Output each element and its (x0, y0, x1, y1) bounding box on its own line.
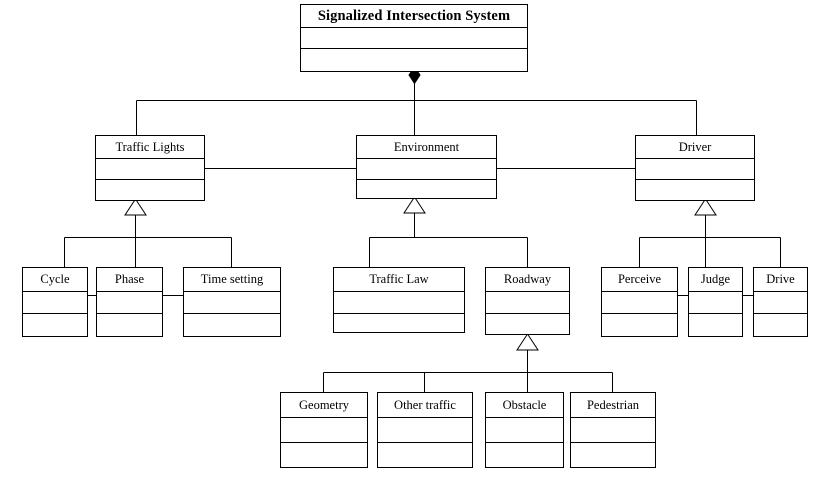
class-operations-driver (636, 180, 754, 201)
class-attributes-time-setting (184, 292, 280, 314)
class-attributes-traffic-lights (96, 159, 204, 180)
class-attributes-traffic-law (334, 292, 464, 314)
class-box-cycle[interactable]: Cycle (22, 267, 88, 337)
class-name-phase: Phase (97, 268, 162, 292)
class-box-drive[interactable]: Drive (753, 267, 808, 337)
class-name-roadway: Roadway (486, 268, 569, 292)
class-name-traffic-law: Traffic Law (334, 268, 464, 292)
class-name-driver: Driver (636, 136, 754, 159)
class-operations-obstacle (486, 443, 563, 468)
class-name-signalized-intersection-system: Signalized Intersection System (301, 5, 527, 28)
class-attributes-phase (97, 292, 162, 314)
class-attributes-signalized-intersection-system (301, 28, 527, 49)
class-attributes-roadway (486, 292, 569, 314)
class-name-pedestrian: Pedestrian (571, 393, 655, 418)
class-name-geometry: Geometry (281, 393, 367, 418)
edge-trafficlights-subclasses (64, 215, 232, 267)
class-name-time-setting: Time setting (184, 268, 280, 292)
class-box-perceive[interactable]: Perceive (601, 267, 678, 337)
generalization-triangle-trafficlights (124, 198, 147, 216)
class-operations-geometry (281, 443, 367, 468)
class-operations-cycle (23, 314, 87, 336)
class-attributes-perceive (602, 292, 677, 314)
edge-driver-subclasses (639, 215, 781, 267)
class-operations-other-traffic (378, 443, 472, 468)
class-attributes-geometry (281, 418, 367, 443)
class-box-obstacle[interactable]: Obstacle (485, 392, 564, 468)
generalization-triangle-roadway (516, 333, 539, 351)
class-name-environment: Environment (357, 136, 496, 159)
class-operations-signalized-intersection-system (301, 49, 527, 71)
class-box-roadway[interactable]: Roadway (485, 267, 570, 335)
class-box-driver[interactable]: Driver (635, 135, 755, 201)
edge-environment-subclasses (369, 213, 528, 267)
class-operations-pedestrian (571, 443, 655, 468)
edge-root-to-children (136, 83, 697, 135)
class-attributes-obstacle (486, 418, 563, 443)
class-box-pedestrian[interactable]: Pedestrian (570, 392, 656, 468)
class-operations-phase (97, 314, 162, 336)
class-name-obstacle: Obstacle (486, 393, 563, 418)
class-operations-environment (357, 180, 496, 201)
class-attributes-drive (754, 292, 807, 314)
class-attributes-driver (636, 159, 754, 180)
class-attributes-judge (689, 292, 742, 314)
class-attributes-environment (357, 159, 496, 180)
class-box-judge[interactable]: Judge (688, 267, 743, 337)
class-operations-traffic-law (334, 314, 464, 336)
class-name-cycle: Cycle (23, 268, 87, 292)
class-operations-judge (689, 314, 742, 336)
class-operations-roadway (486, 314, 569, 336)
class-box-traffic-law[interactable]: Traffic Law (333, 267, 465, 333)
class-operations-time-setting (184, 314, 280, 336)
class-box-signalized-intersection-system[interactable]: Signalized Intersection System (300, 4, 528, 72)
generalization-triangle-driver (694, 198, 717, 216)
class-box-traffic-lights[interactable]: Traffic Lights (95, 135, 205, 201)
class-name-perceive: Perceive (602, 268, 677, 292)
class-operations-traffic-lights (96, 180, 204, 201)
class-attributes-cycle (23, 292, 87, 314)
class-attributes-other-traffic (378, 418, 472, 443)
class-box-time-setting[interactable]: Time setting (183, 267, 281, 337)
class-box-other-traffic[interactable]: Other traffic (377, 392, 473, 468)
edge-roadway-subclasses (323, 350, 613, 392)
class-name-drive: Drive (754, 268, 807, 292)
class-box-environment[interactable]: Environment (356, 135, 497, 199)
class-attributes-pedestrian (571, 418, 655, 443)
class-name-other-traffic: Other traffic (378, 393, 472, 418)
class-box-geometry[interactable]: Geometry (280, 392, 368, 468)
generalization-triangle-environment (403, 196, 426, 214)
class-box-phase[interactable]: Phase (96, 267, 163, 337)
class-operations-drive (754, 314, 807, 336)
class-name-traffic-lights: Traffic Lights (96, 136, 204, 159)
class-name-judge: Judge (689, 268, 742, 292)
class-operations-perceive (602, 314, 677, 336)
